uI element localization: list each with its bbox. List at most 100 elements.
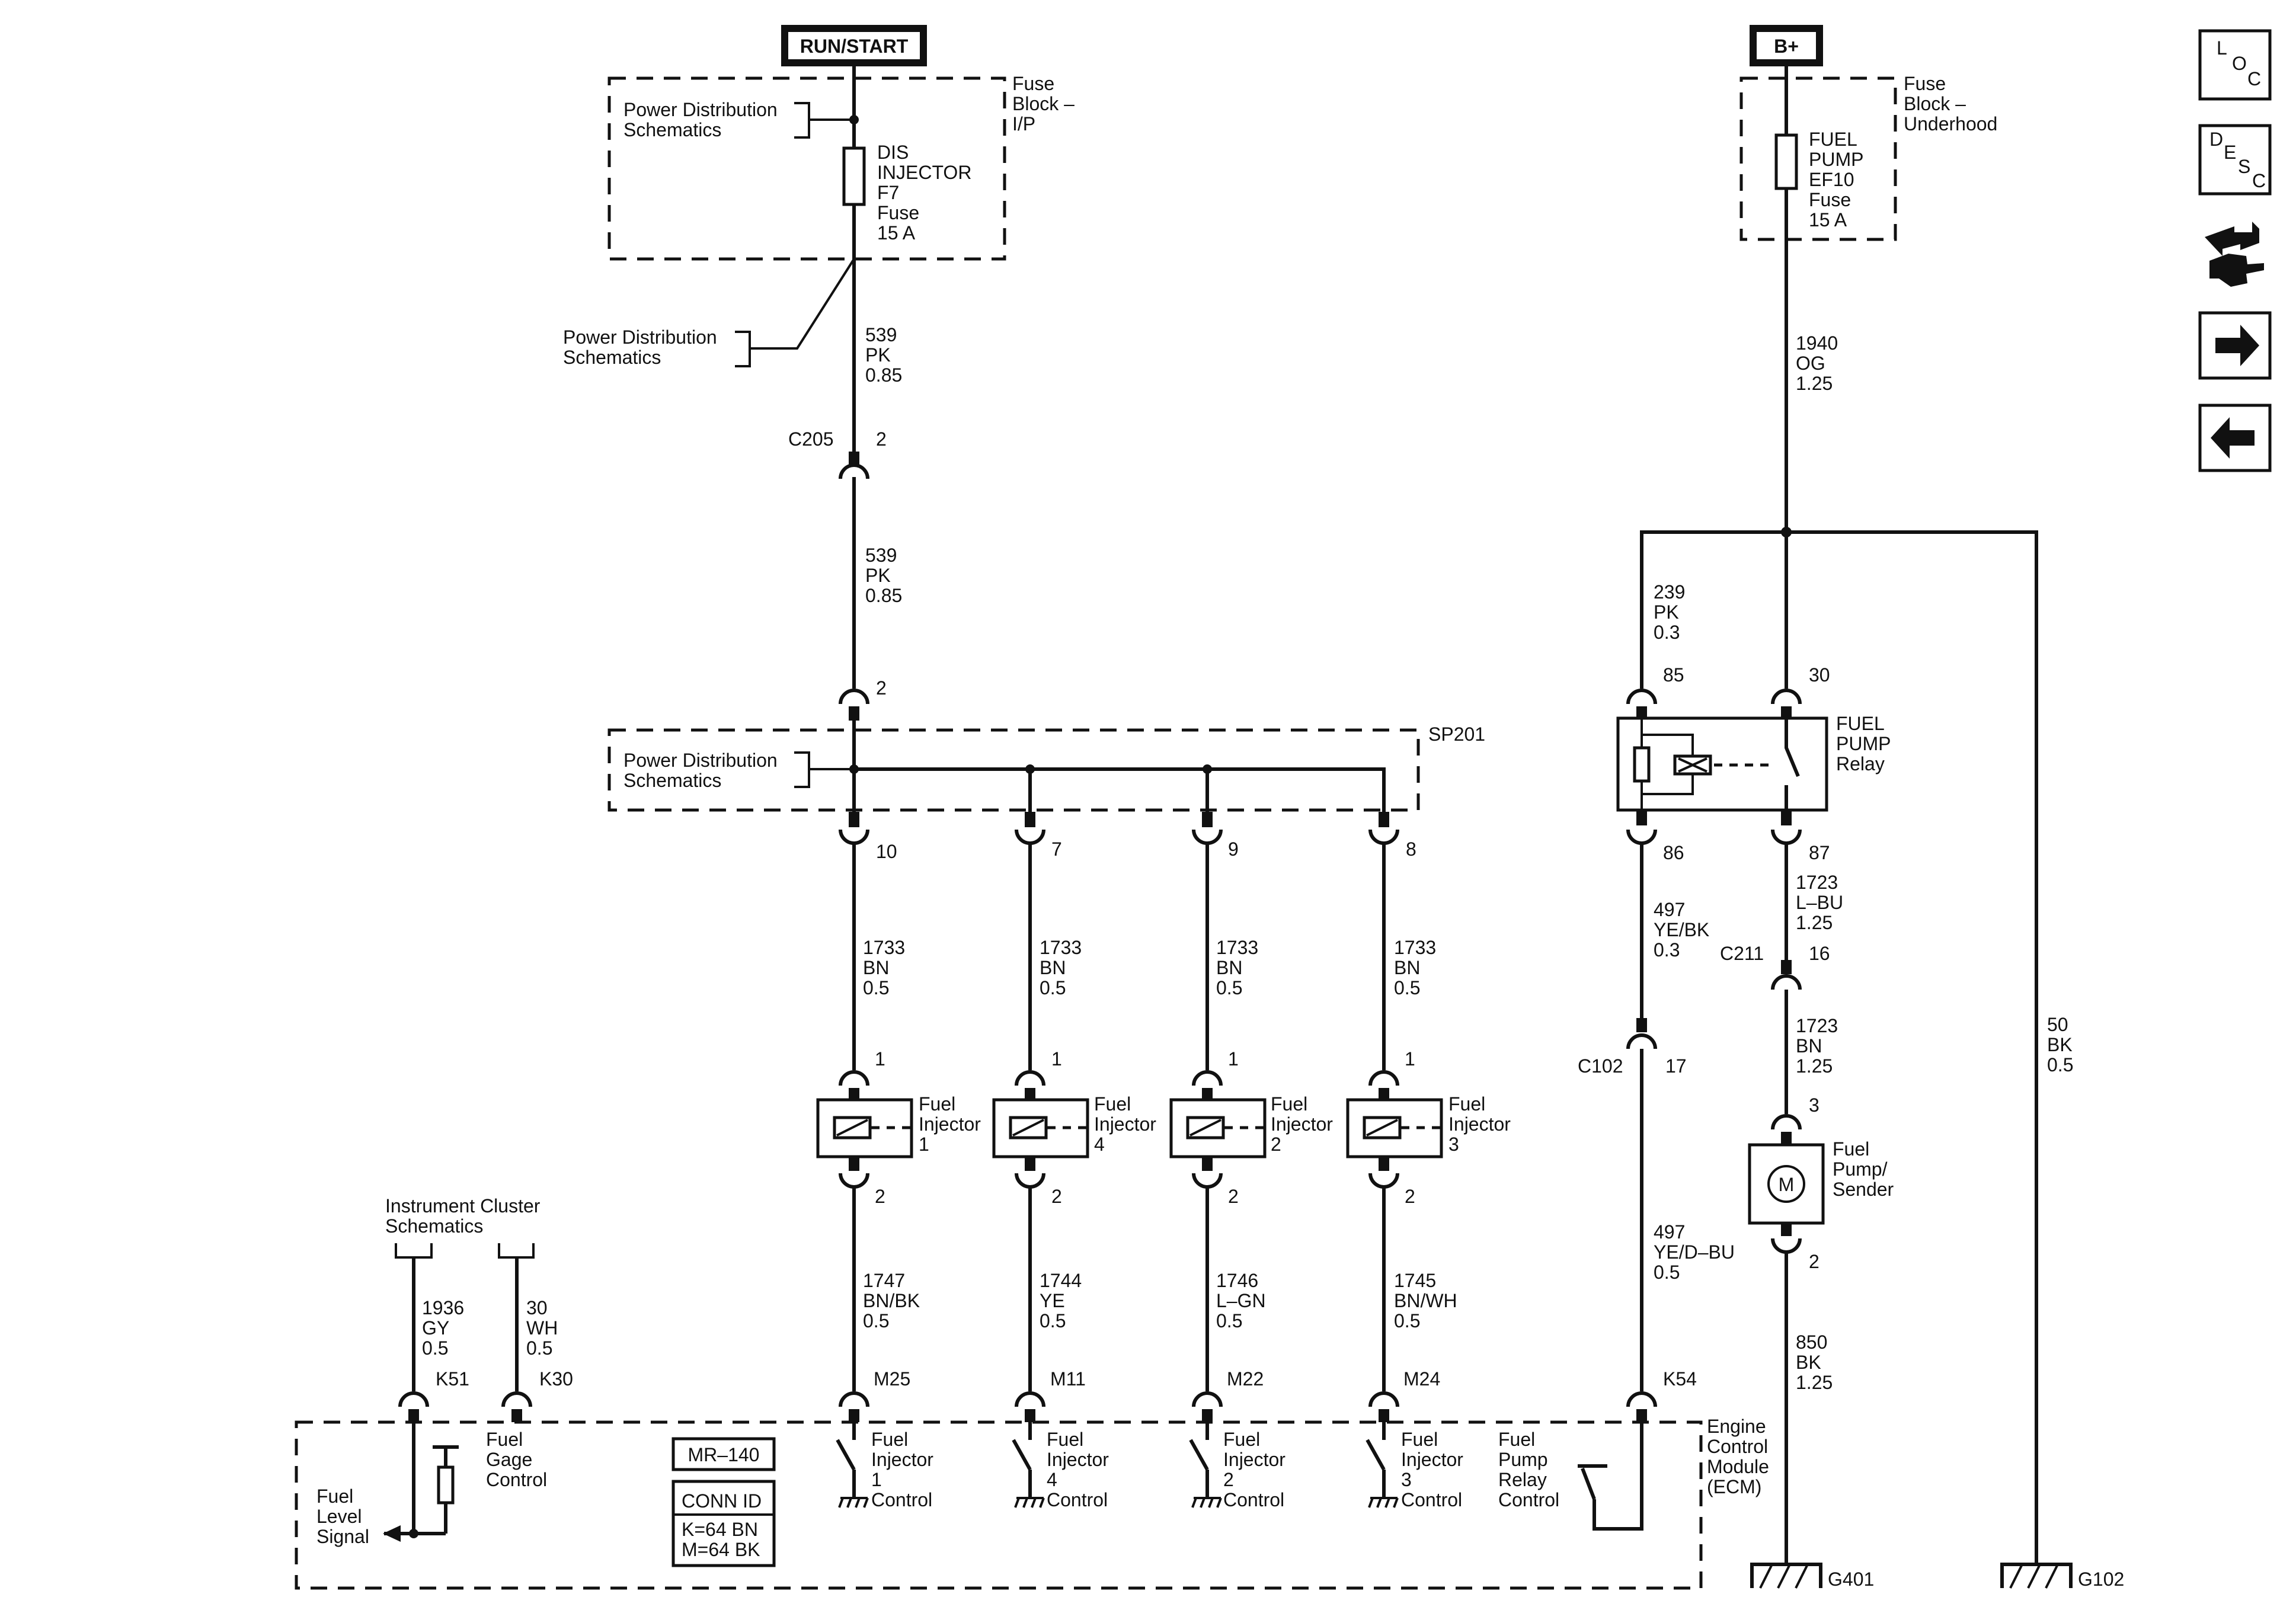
svg-text:L–GN: L–GN bbox=[1216, 1290, 1266, 1311]
sp201-pin-9: 9 bbox=[1228, 838, 1239, 860]
svg-text:30: 30 bbox=[1809, 664, 1830, 686]
injector-3-pin-2: 2 bbox=[1405, 1186, 1415, 1207]
svg-text:86: 86 bbox=[1663, 842, 1684, 863]
instrument-cluster-ref[interactable]: Instrument Cluster Schematics bbox=[385, 1195, 541, 1259]
wire-50-label: 50 BK 0.5 bbox=[2047, 1014, 2073, 1076]
arrow-right-icon bbox=[2215, 325, 2259, 366]
fuel-pump-pin-2-connector: 2 bbox=[1771, 1223, 1819, 1272]
sp201-pin-7: 7 bbox=[1051, 838, 1062, 860]
svg-text:Block –: Block – bbox=[1012, 93, 1075, 114]
svg-text:PK: PK bbox=[865, 344, 891, 366]
svg-text:Fuse: Fuse bbox=[1904, 73, 1946, 94]
svg-text:D: D bbox=[2209, 129, 2223, 150]
ecm-pin-k51-connector: K51 bbox=[398, 1368, 469, 1422]
arrow-left-icon bbox=[2211, 417, 2255, 459]
injector-1-pin-1: 1 bbox=[875, 1048, 885, 1070]
svg-text:DIS: DIS bbox=[877, 142, 909, 163]
power-distribution-ref-1[interactable]: Power Distribution Schematics bbox=[623, 99, 859, 140]
svg-text:1940: 1940 bbox=[1796, 332, 1838, 354]
svg-text:15 A: 15 A bbox=[1809, 209, 1847, 231]
svg-text:Fuel: Fuel bbox=[1094, 1093, 1131, 1115]
ground-g102: G102 bbox=[2000, 1563, 2124, 1590]
svg-text:16: 16 bbox=[1809, 943, 1830, 964]
wiring-hands-icon[interactable] bbox=[2205, 222, 2264, 287]
svg-text:1.25: 1.25 bbox=[1796, 373, 1833, 394]
svg-text:2: 2 bbox=[876, 428, 887, 450]
svg-text:1.25: 1.25 bbox=[1796, 912, 1833, 933]
power-distribution-ref-3[interactable]: Power Distribution Schematics bbox=[623, 750, 854, 791]
svg-text:0.5: 0.5 bbox=[1654, 1262, 1680, 1283]
svg-text:C: C bbox=[2247, 68, 2261, 89]
wire-539-upper-label: 539 PK 0.85 bbox=[865, 324, 902, 386]
desc-button[interactable]: D E S C bbox=[2198, 124, 2272, 196]
svg-text:PK: PK bbox=[865, 565, 891, 586]
fuse-block-underhood-boundary bbox=[1739, 76, 1897, 241]
svg-text:0.3: 0.3 bbox=[1654, 622, 1680, 643]
svg-text:Fuel: Fuel bbox=[1833, 1138, 1869, 1160]
svg-text:Pump: Pump bbox=[1498, 1449, 1548, 1470]
relay-pin-85-connector: 85 bbox=[1626, 664, 1684, 718]
fuse-block-underhood-title: Fuse Block – Underhood bbox=[1904, 73, 1997, 135]
injector-2-pin-1: 1 bbox=[1228, 1048, 1239, 1070]
svg-text:Power Distribution: Power Distribution bbox=[623, 99, 778, 120]
wire-1747-label: 1747 BN/BK 0.5 bbox=[863, 1270, 920, 1331]
ecm-pin-m11: M11 bbox=[1050, 1368, 1086, 1390]
next-page-button[interactable] bbox=[2198, 311, 2272, 380]
svg-text:Schematics: Schematics bbox=[623, 119, 721, 140]
svg-text:Signal: Signal bbox=[316, 1526, 369, 1547]
svg-text:BN: BN bbox=[1394, 957, 1420, 978]
svg-text:CONN ID: CONN ID bbox=[682, 1490, 762, 1512]
svg-text:(ECM): (ECM) bbox=[1707, 1476, 1761, 1497]
svg-text:0.5: 0.5 bbox=[863, 1310, 889, 1331]
svg-text:Injector: Injector bbox=[919, 1113, 981, 1135]
ecm-boundary bbox=[295, 1420, 1703, 1590]
svg-text:Schematics: Schematics bbox=[623, 770, 721, 791]
svg-text:3: 3 bbox=[1809, 1094, 1819, 1116]
previous-page-button[interactable] bbox=[2198, 404, 2272, 472]
svg-text:87: 87 bbox=[1809, 842, 1830, 863]
svg-text:C102: C102 bbox=[1578, 1055, 1623, 1077]
svg-text:0.5: 0.5 bbox=[1040, 977, 1066, 998]
svg-text:0.85: 0.85 bbox=[865, 364, 902, 386]
svg-text:Engine: Engine bbox=[1707, 1416, 1766, 1437]
loc-button[interactable]: L O C bbox=[2198, 29, 2272, 101]
svg-text:PUMP: PUMP bbox=[1836, 733, 1891, 754]
svg-text:WH: WH bbox=[526, 1317, 558, 1339]
injector-3-control-label: Fuel Injector 3 Control bbox=[1401, 1429, 1463, 1510]
svg-text:1: 1 bbox=[871, 1469, 882, 1490]
svg-text:C205: C205 bbox=[788, 428, 834, 450]
svg-text:1: 1 bbox=[919, 1134, 929, 1155]
b-plus-label: B+ bbox=[1774, 36, 1799, 57]
svg-text:Control: Control bbox=[486, 1469, 547, 1490]
svg-text:1745: 1745 bbox=[1394, 1270, 1436, 1291]
power-distribution-ref-2[interactable]: Power Distribution Schematics bbox=[563, 258, 855, 368]
svg-text:G102: G102 bbox=[2078, 1569, 2124, 1590]
svg-text:1733: 1733 bbox=[1216, 937, 1258, 958]
svg-text:Control: Control bbox=[1047, 1489, 1108, 1510]
svg-text:BK: BK bbox=[2047, 1034, 2073, 1055]
svg-text:L–BU: L–BU bbox=[1796, 892, 1843, 913]
ecm-pin-m22: M22 bbox=[1227, 1368, 1264, 1390]
svg-text:1.25: 1.25 bbox=[1796, 1055, 1833, 1077]
svg-text:Sender: Sender bbox=[1833, 1179, 1894, 1200]
wire-1733-label-1: 1733 BN 0.5 bbox=[863, 937, 905, 998]
run-start-label: RUN/START bbox=[800, 36, 909, 57]
injector-4-pin-2: 2 bbox=[1051, 1186, 1062, 1207]
svg-text:MR–140: MR–140 bbox=[688, 1444, 760, 1465]
svg-text:Fuel: Fuel bbox=[1223, 1429, 1260, 1450]
svg-text:Fuel: Fuel bbox=[1498, 1429, 1535, 1450]
svg-text:YE/D–BU: YE/D–BU bbox=[1654, 1241, 1735, 1263]
sp201-pin-8: 8 bbox=[1406, 838, 1416, 860]
svg-text:C: C bbox=[2252, 170, 2266, 191]
ecm-pin-m25: M25 bbox=[874, 1368, 910, 1390]
svg-text:Injector: Injector bbox=[1094, 1113, 1156, 1135]
svg-text:0.5: 0.5 bbox=[1216, 1310, 1242, 1331]
svg-text:Control: Control bbox=[871, 1489, 932, 1510]
svg-text:50: 50 bbox=[2047, 1014, 2068, 1035]
svg-text:Fuse: Fuse bbox=[1809, 189, 1851, 210]
svg-text:Injector: Injector bbox=[1223, 1449, 1285, 1470]
fuel-pump-relay: FUEL PUMP Relay bbox=[1616, 713, 1891, 812]
ground-g401: G401 bbox=[1750, 1563, 1874, 1590]
svg-text:YE/BK: YE/BK bbox=[1654, 919, 1709, 940]
